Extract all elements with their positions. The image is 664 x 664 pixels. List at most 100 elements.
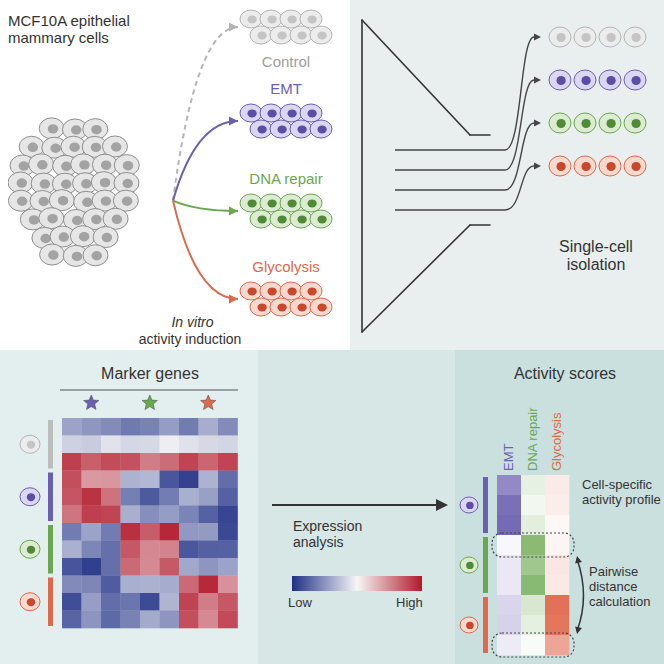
- isolation-panel: Single-cell isolation: [350, 0, 664, 350]
- cell-body: [549, 156, 571, 176]
- heatmap-cell: [179, 558, 199, 576]
- heatmap-cell: [218, 488, 238, 506]
- cell-nucleus: [29, 215, 40, 224]
- activity-panel: Activity scoresCell-specific activity pr…: [455, 350, 664, 664]
- node-text: Pairwise distance calculation: [589, 565, 661, 610]
- heatmap-cell: [179, 471, 199, 489]
- heatmap-cell: [199, 576, 219, 594]
- cell-nucleus: [267, 109, 276, 117]
- group-bar: [48, 578, 53, 627]
- cell-body: [240, 194, 262, 212]
- cell-body: [280, 104, 302, 122]
- cell-body: [310, 26, 332, 44]
- heatmap-cell: [199, 558, 219, 576]
- cell-nucleus: [287, 199, 296, 207]
- cell-nucleus: [466, 502, 474, 509]
- heatmap-cell: [199, 418, 219, 436]
- cell-body: [40, 244, 65, 265]
- heatmap-cell: [82, 506, 102, 524]
- heatmap-cell: [82, 471, 102, 489]
- cell-nucleus: [631, 119, 640, 128]
- cell-body: [624, 156, 646, 176]
- induction-arrow: [173, 117, 238, 201]
- cell-body: [250, 298, 272, 316]
- distance-arrow: [577, 559, 584, 631]
- heatmap-cell: [160, 558, 180, 576]
- cell-group: [238, 278, 334, 320]
- heatmap-cell: [218, 523, 238, 541]
- cell-nucleus: [466, 622, 474, 629]
- activity-cell: [497, 515, 521, 535]
- group-bar: [483, 477, 488, 533]
- activity-cell: [545, 535, 569, 555]
- isolation-channel: [395, 80, 534, 170]
- heatmap-cell: [218, 506, 238, 524]
- cell-nucleus: [79, 160, 90, 169]
- activity-cell: [521, 475, 545, 495]
- heatmap-cell: [62, 593, 82, 611]
- activity-cell: [545, 495, 569, 515]
- activity-cell: [521, 615, 545, 635]
- connector-line: [173, 201, 238, 299]
- marker-star: [142, 395, 157, 410]
- heatmap-cell: [140, 558, 160, 576]
- cell-nucleus: [581, 76, 590, 85]
- cell-nucleus: [556, 162, 565, 171]
- heatmap-cell: [140, 593, 160, 611]
- heatmap-cell: [179, 488, 199, 506]
- marker-star: [201, 395, 216, 410]
- marker-star: [84, 395, 99, 410]
- condition-group: Glycolysis: [238, 258, 334, 324]
- cell-nucleus: [297, 215, 306, 223]
- cell-body: [280, 194, 302, 212]
- cell-nucleus: [257, 31, 266, 39]
- heatmap-cell: [82, 611, 102, 629]
- cell-body: [20, 540, 40, 558]
- cell-nucleus: [247, 199, 256, 207]
- heatmap-cell: [121, 541, 141, 559]
- panel-ground: [0, 350, 258, 664]
- heatmap-cell: [160, 436, 180, 454]
- heatmap-cell: [218, 453, 238, 471]
- activity-cell: [497, 635, 521, 655]
- cell-nucleus: [48, 124, 59, 133]
- heatmap-cell: [140, 453, 160, 471]
- heatmap-cell: [121, 576, 141, 594]
- heatmap-cell: [179, 506, 199, 524]
- cell-nucleus: [61, 162, 72, 171]
- cell-body: [270, 210, 292, 228]
- cell-nucleus: [28, 143, 39, 152]
- cell-body: [310, 120, 332, 138]
- column-header: Glycolysis: [550, 412, 564, 471]
- activity-cell: [497, 535, 521, 555]
- cell-nucleus: [79, 232, 90, 241]
- cell-body: [29, 154, 54, 175]
- heatmap-cell: [101, 611, 121, 629]
- activity-cell: [545, 515, 569, 535]
- heatmap-cell: [62, 453, 82, 471]
- cell-nucleus: [247, 109, 256, 117]
- cell-nucleus: [19, 161, 30, 170]
- activity-cell: [497, 495, 521, 515]
- cell-body: [270, 298, 292, 316]
- cell-nucleus: [631, 162, 640, 171]
- cell-nucleus: [17, 178, 28, 187]
- cell-body: [240, 282, 262, 300]
- cell-nucleus: [631, 33, 640, 42]
- heatmap-cell: [160, 488, 180, 506]
- cell-nucleus: [27, 546, 35, 554]
- heatmap-cell: [140, 541, 160, 559]
- cell-nucleus: [123, 161, 134, 170]
- cell-nucleus: [91, 125, 102, 134]
- cell-group: [238, 6, 334, 48]
- analysis-panel: Expression analysis: [258, 350, 455, 664]
- cell-nucleus: [122, 196, 133, 205]
- heatmap-cell: [218, 471, 238, 489]
- color-bar: [292, 576, 422, 591]
- cell-nucleus: [267, 287, 276, 295]
- cell-nucleus: [277, 125, 286, 133]
- label-text: In vitro: [150, 314, 235, 330]
- heatmap-cell: [62, 506, 82, 524]
- heatmap-cell: [199, 523, 219, 541]
